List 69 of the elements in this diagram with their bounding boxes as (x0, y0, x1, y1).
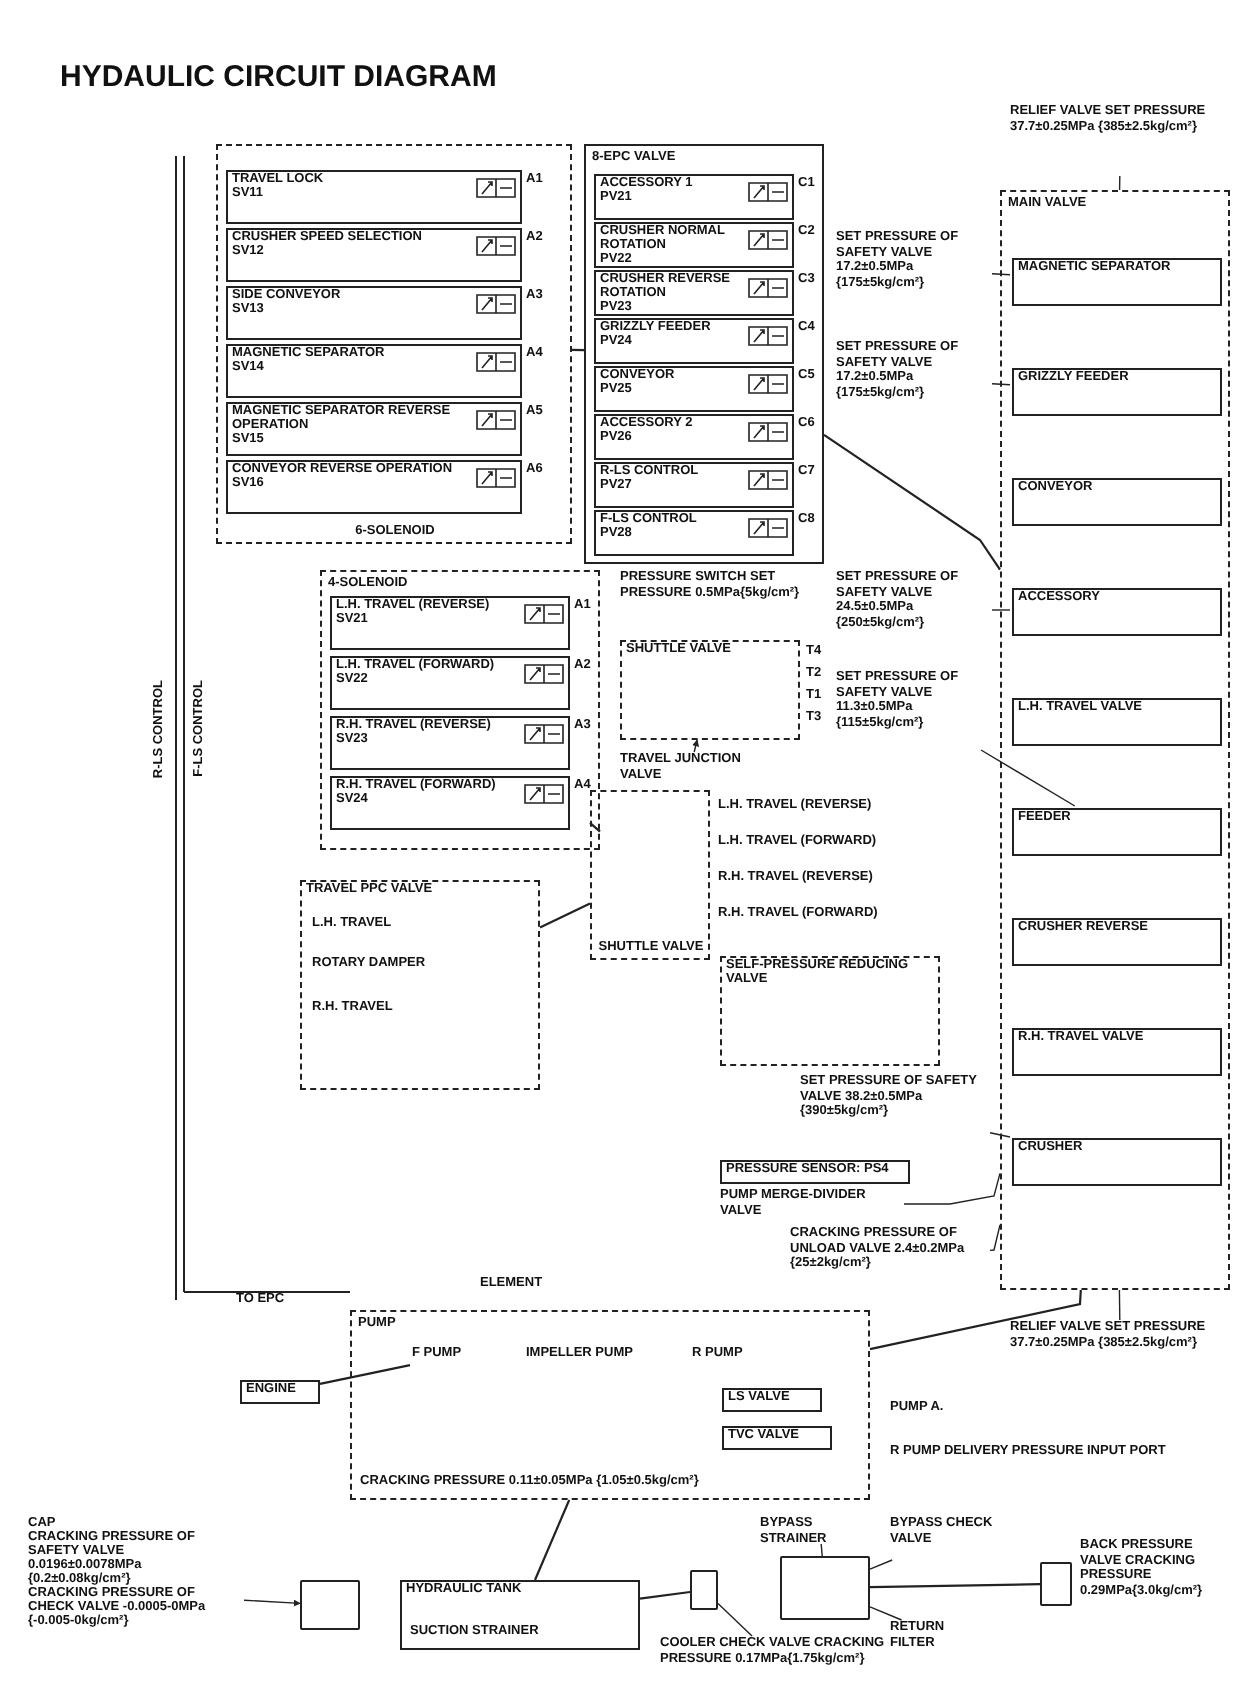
valve-box (722, 1388, 822, 1412)
shuttle-valve (590, 790, 710, 960)
leader-line (820, 1543, 823, 1557)
hydraulic-line (870, 1583, 1040, 1589)
valve-spool (1012, 1138, 1222, 1186)
hydraulic-line (571, 348, 585, 352)
valve-box (300, 1580, 360, 1630)
leader-line (243, 1599, 301, 1607)
diagram-title: HYDAULIC CIRCUIT DIAGRAM (60, 60, 497, 94)
valve-box (722, 1426, 832, 1450)
valve-box (1040, 1562, 1072, 1606)
valve-spool (1012, 588, 1222, 636)
solenoid-valve (330, 656, 570, 710)
valve-spool (1012, 258, 1222, 306)
epc-valve (594, 174, 794, 220)
leader-line (1118, 1289, 1121, 1321)
solenoid-valve (226, 286, 522, 340)
solenoid-valve (226, 460, 522, 514)
leader-line (869, 1559, 893, 1570)
epc-valve (594, 414, 794, 460)
leader-line (989, 1224, 1001, 1252)
leader-line (991, 383, 1011, 386)
ppc-valve-block (300, 880, 540, 1090)
solenoid-valve (226, 344, 522, 398)
valve-spool (1012, 478, 1222, 526)
epc-valve (594, 462, 794, 508)
hydraulic-line (319, 1364, 411, 1385)
leader-line (869, 1606, 903, 1621)
shuttle-valve (620, 640, 800, 740)
valve-spool (1012, 1028, 1222, 1076)
pump-block (350, 1310, 870, 1500)
solenoid-valve-block (320, 570, 600, 850)
solenoid-valve (330, 776, 570, 830)
filter-box (780, 1556, 870, 1620)
valve-spool (1012, 918, 1222, 966)
solenoid-valve (226, 402, 522, 456)
epc-valve (594, 270, 794, 316)
epc-valve (594, 318, 794, 364)
epc-valve-block (584, 144, 824, 564)
reducing-valve (720, 956, 940, 1066)
leader-line (1118, 175, 1121, 191)
valve-spool (1012, 368, 1222, 416)
hydraulic-line (869, 1289, 1082, 1351)
engine-box (240, 1380, 320, 1404)
leader-line (717, 1602, 753, 1637)
main-valve-block (1000, 190, 1230, 1290)
solenoid-valve (226, 228, 522, 282)
solenoid-valve-block (216, 144, 572, 544)
epc-valve (594, 222, 794, 268)
hydraulic-line (589, 821, 601, 833)
epc-valve (594, 510, 794, 556)
hydraulic-line (534, 1499, 571, 1581)
leader-line (991, 273, 1011, 276)
hydraulic-line (823, 433, 1001, 571)
hydraulic-tank (400, 1580, 640, 1650)
hydraulic-line (639, 1590, 691, 1600)
valve-spool (1012, 808, 1222, 856)
valve-box (690, 1570, 718, 1610)
solenoid-valve (330, 596, 570, 650)
leader-line (989, 1132, 1011, 1138)
epc-valve (594, 366, 794, 412)
solenoid-valve (330, 716, 570, 770)
leader-line (903, 1172, 1001, 1205)
hydraulic-line (539, 902, 591, 929)
pressure-sensor (720, 1160, 910, 1184)
leader-line (991, 609, 1011, 611)
valve-spool (1012, 698, 1222, 746)
solenoid-valve (226, 170, 522, 224)
leader-line (692, 739, 700, 753)
